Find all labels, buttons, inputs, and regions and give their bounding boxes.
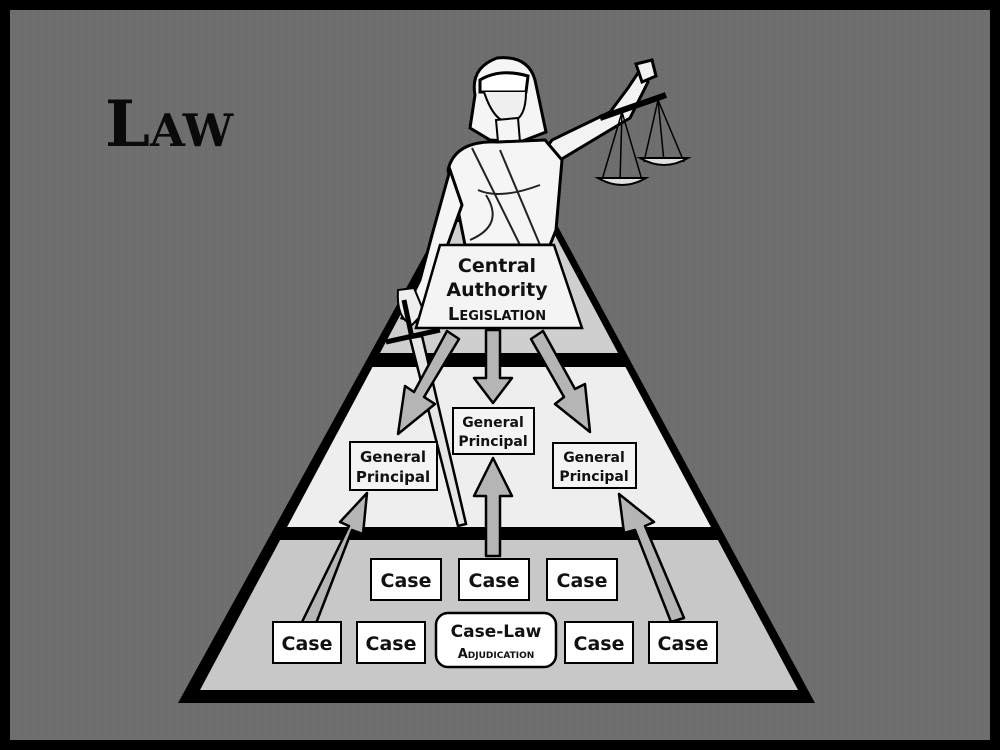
case-box: Case [356, 621, 426, 664]
general-principal-middle: General Principal [452, 407, 535, 455]
case-label: Case [366, 633, 417, 655]
case-row-1: Case Case Case [370, 558, 618, 601]
general-principal-left: General Principal [349, 441, 438, 491]
general-principal-right: General Principal [552, 442, 637, 489]
case-label: Case [282, 633, 333, 655]
scales-icon [594, 92, 692, 186]
case-label: Case [557, 570, 608, 592]
case-box: Case [458, 558, 530, 601]
adjudication-label: Adjudication [458, 647, 535, 662]
principal-right-line1: General [563, 450, 625, 466]
case-box: Case [648, 621, 718, 664]
case-box: Case [564, 621, 634, 664]
case-label: Case [381, 570, 432, 592]
case-box: Case [370, 558, 442, 601]
page-title: Law [105, 87, 235, 162]
central-authority-box: Central Authority Legislation [414, 243, 584, 330]
legislation-label: Legislation [448, 304, 546, 325]
case-law-line1: Case-Law [451, 622, 542, 642]
case-label: Case [574, 633, 625, 655]
arrow-up-right [617, 492, 686, 624]
case-box: Case [272, 621, 342, 664]
case-row-2: Case Case Case-Law Adjudication Case Cas… [272, 611, 718, 669]
case-label: Case [658, 633, 709, 655]
arrow-down-middle [472, 328, 514, 405]
case-law-box: Case-Law Adjudication [434, 611, 558, 669]
arrow-up-left [300, 491, 369, 628]
arrows [300, 328, 686, 628]
case-box: Case [546, 558, 618, 601]
central-authority-line2: Authority [446, 279, 548, 301]
principal-middle-line1: General [462, 415, 524, 431]
principal-middle-line2: Principal [458, 434, 527, 450]
principal-left-line2: Principal [356, 468, 430, 486]
arrow-down-left [396, 329, 461, 436]
central-authority-line1: Central [458, 255, 536, 277]
arrow-down-right [529, 329, 592, 434]
arrow-up-middle [472, 456, 514, 558]
principal-right-line2: Principal [559, 469, 628, 485]
principal-left-line1: General [360, 448, 426, 466]
case-label: Case [469, 570, 520, 592]
